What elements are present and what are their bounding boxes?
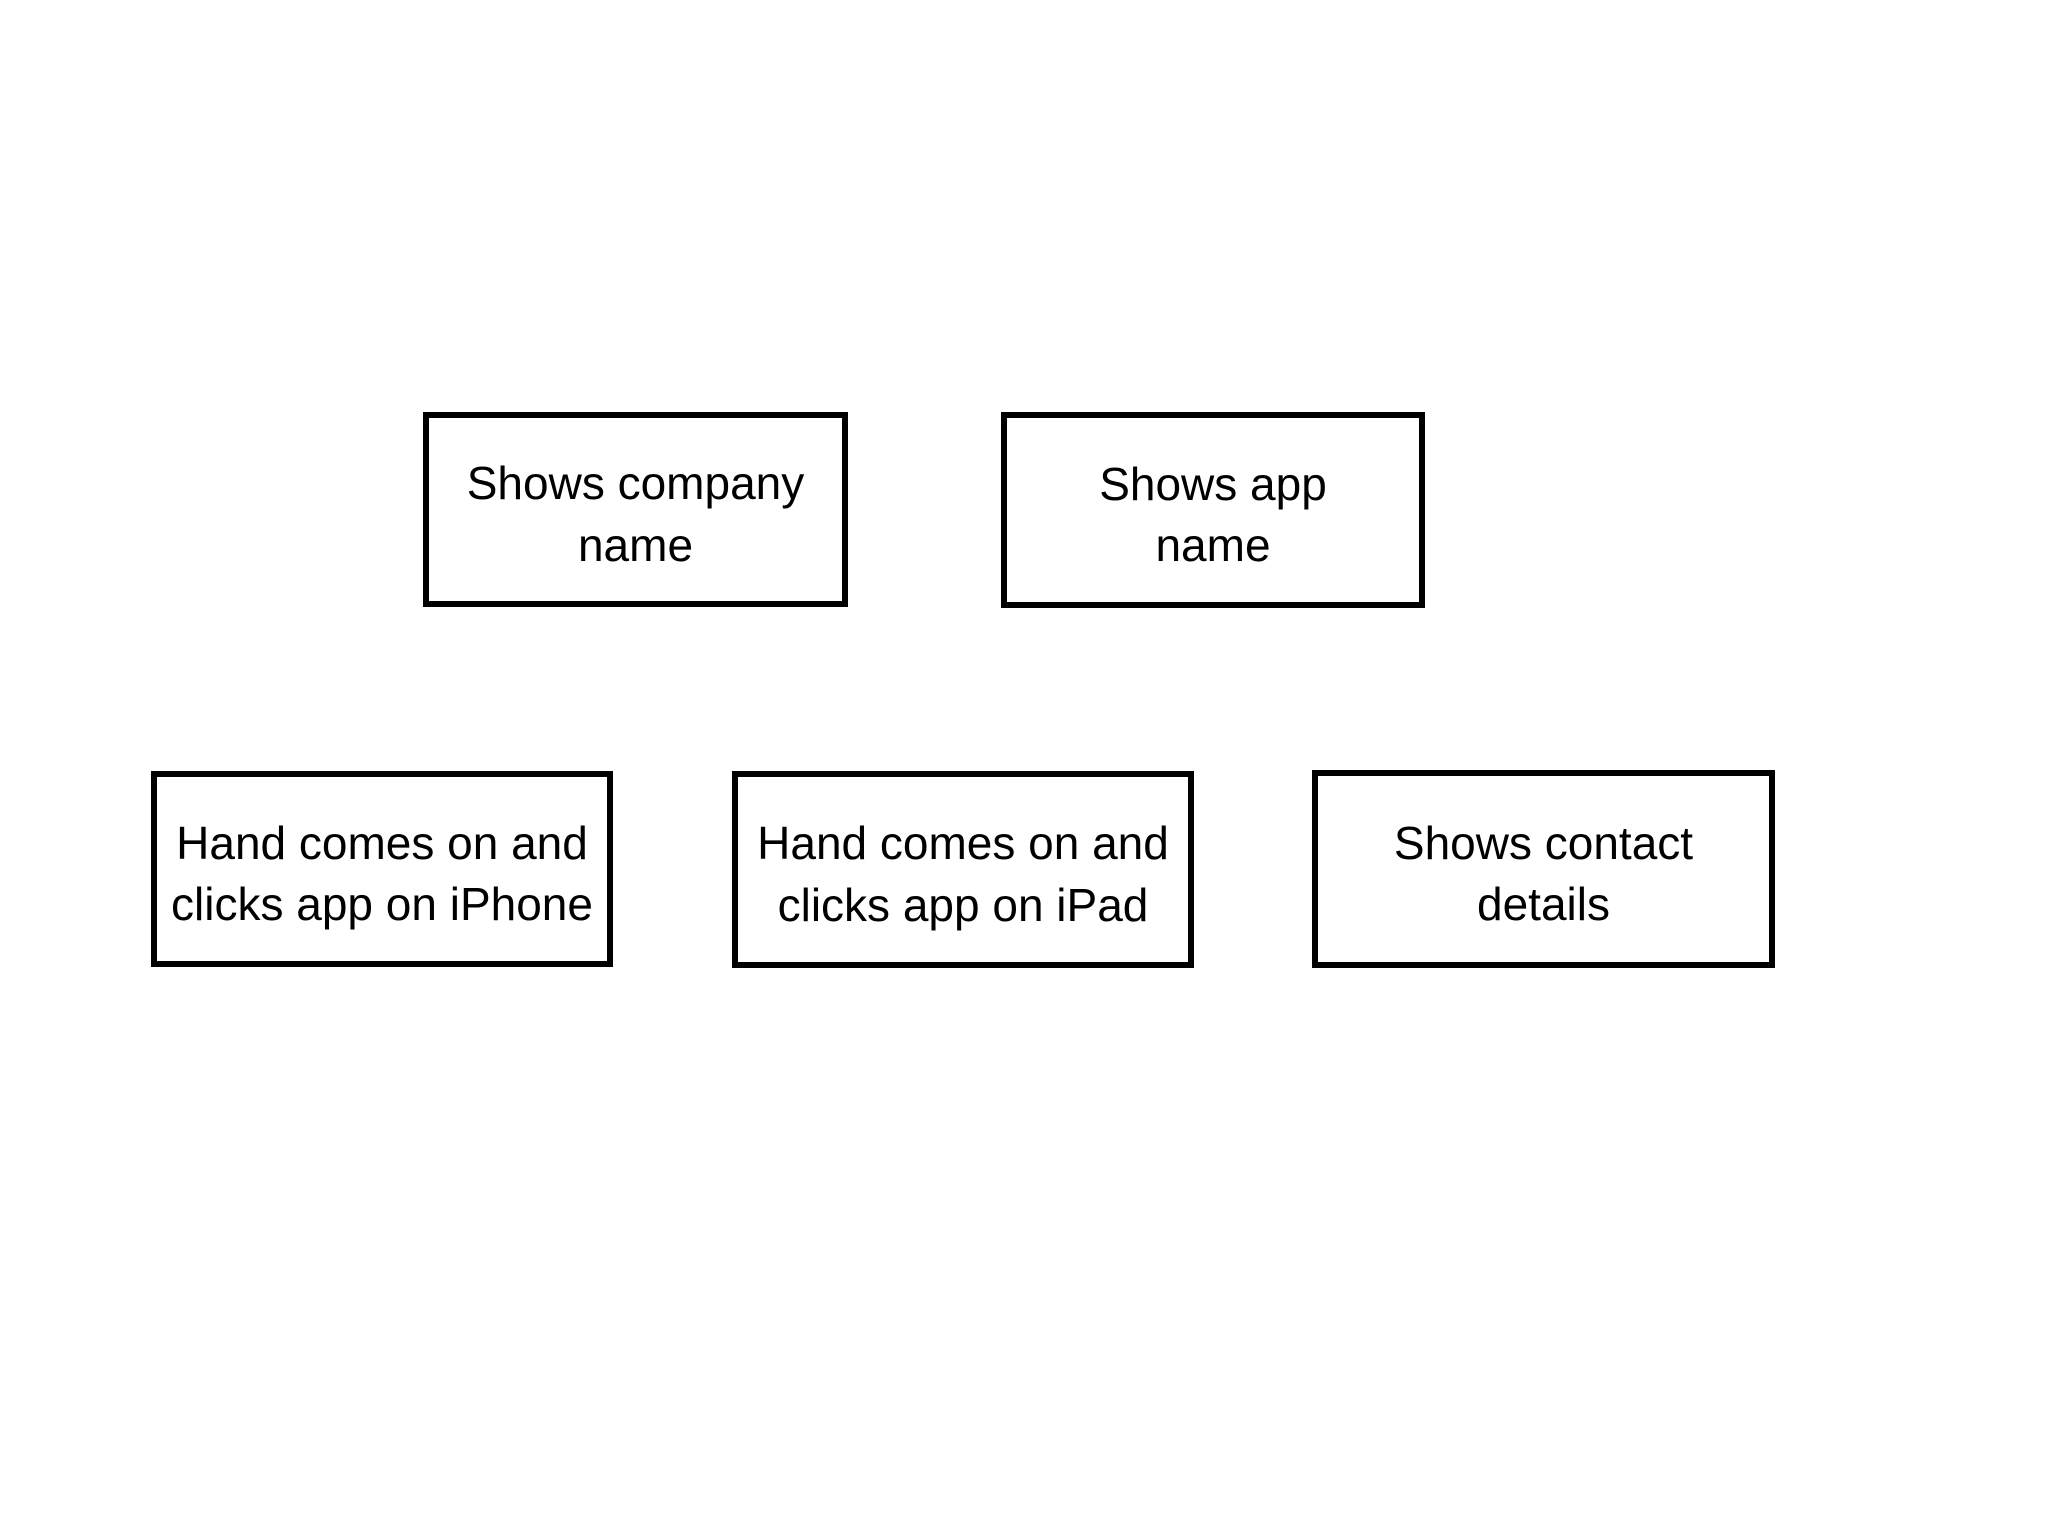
box-shows-company-name: Shows company name [423, 412, 848, 607]
box-label: Hand comes on and clicks app on iPhone [171, 816, 593, 930]
box-hand-clicks-app-iphone: Hand comes on and clicks app on iPhone [151, 771, 613, 967]
box-shows-app-name: Shows app name [1001, 412, 1425, 608]
box-hand-clicks-app-ipad: Hand comes on and clicks app on iPad [732, 771, 1194, 968]
box-label: Shows app name [1099, 457, 1327, 571]
box-label: Shows contact details [1393, 816, 1694, 930]
box-label: Hand comes on and clicks app on iPad [757, 817, 1169, 931]
box-shows-contact-details: Shows contact details [1312, 770, 1775, 968]
box-label: Shows company name [466, 457, 805, 571]
